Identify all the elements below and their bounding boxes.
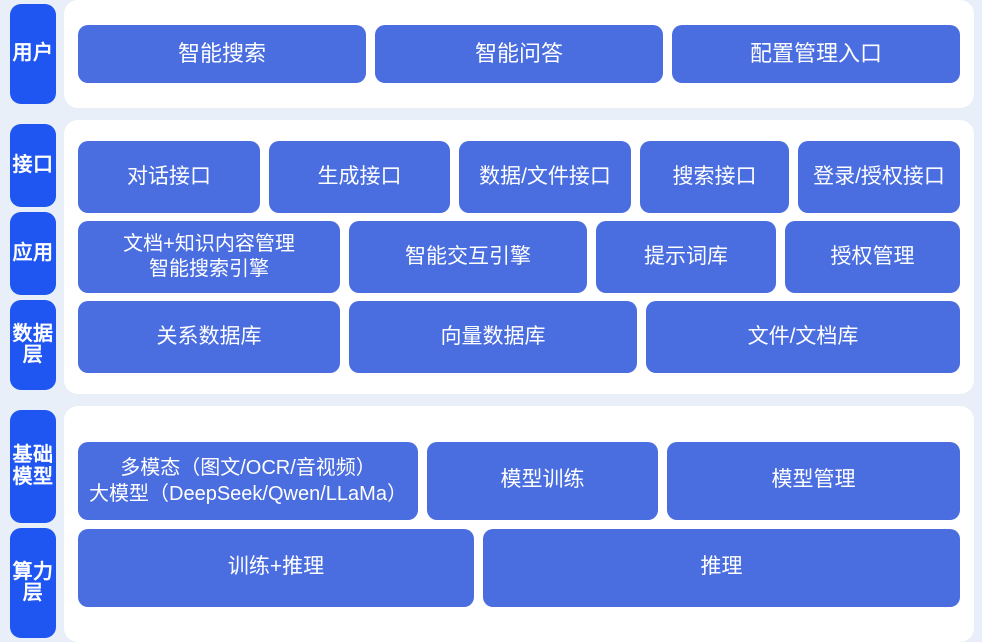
box-training-and-inference[interactable]: 训练+推理 <box>78 528 474 607</box>
user-row: 智能搜索 智能问答 配置管理入口 <box>78 25 960 83</box>
box-inference[interactable]: 推理 <box>483 528 960 607</box>
application-row: 文档+知识内容管理 智能搜索引擎 智能交互引擎 提示词库 授权管理 <box>78 221 960 293</box>
band-bottom: 基础模型 算力层 多模态（图文/OCR/音视频） 大模型（DeepSeek/Qw… <box>0 406 982 642</box>
foundation-row: 多模态（图文/OCR/音视频） 大模型（DeepSeek/Qwen/LLaMa）… <box>78 441 960 520</box>
layer-tab-interface[interactable]: 接口 <box>10 124 56 207</box>
box-authorization-management[interactable]: 授权管理 <box>785 221 960 293</box>
layer-tab-data[interactable]: 数据层 <box>10 300 56 390</box>
box-data-file-api[interactable]: 数据/文件接口 <box>459 141 631 213</box>
band-user-tabs: 用户 <box>0 0 60 108</box>
box-model-management[interactable]: 模型管理 <box>667 441 960 520</box>
band-user-panel: 智能搜索 智能问答 配置管理入口 <box>64 0 974 108</box>
box-relational-database[interactable]: 关系数据库 <box>78 301 340 373</box>
layer-tab-foundation-model[interactable]: 基础模型 <box>10 410 56 523</box>
band-middle-panel: 对话接口 生成接口 数据/文件接口 搜索接口 登录/授权接口 文档+知识内容管理… <box>64 120 974 394</box>
data-row: 关系数据库 向量数据库 文件/文档库 <box>78 301 960 373</box>
layer-tab-user[interactable]: 用户 <box>10 4 56 104</box>
box-prompt-library[interactable]: 提示词库 <box>596 221 776 293</box>
box-vector-database[interactable]: 向量数据库 <box>349 301 637 373</box>
box-interaction-engine[interactable]: 智能交互引擎 <box>349 221 587 293</box>
box-document-knowledge-management[interactable]: 文档+知识内容管理 智能搜索引擎 <box>78 221 340 293</box>
box-generation-api[interactable]: 生成接口 <box>269 141 450 213</box>
box-search-api[interactable]: 搜索接口 <box>640 141 789 213</box>
compute-row: 训练+推理 推理 <box>78 528 960 607</box>
band-middle: 接口 应用 数据层 对话接口 生成接口 数据/文件接口 搜索接口 登录/授权接口… <box>0 120 982 394</box>
band-user: 用户 智能搜索 智能问答 配置管理入口 <box>0 0 982 108</box>
box-file-document-store[interactable]: 文件/文档库 <box>646 301 960 373</box>
box-multimodal-large-model[interactable]: 多模态（图文/OCR/音视频） 大模型（DeepSeek/Qwen/LLaMa） <box>78 441 418 520</box>
band-middle-tabs: 接口 应用 数据层 <box>0 120 60 394</box>
box-model-training[interactable]: 模型训练 <box>427 441 658 520</box>
layer-tab-compute[interactable]: 算力层 <box>10 528 56 638</box>
box-config-management-entry[interactable]: 配置管理入口 <box>672 25 960 83</box>
band-bottom-panel: 多模态（图文/OCR/音视频） 大模型（DeepSeek/Qwen/LLaMa）… <box>64 406 974 642</box>
interface-row: 对话接口 生成接口 数据/文件接口 搜索接口 登录/授权接口 <box>78 141 960 213</box>
layer-tab-application[interactable]: 应用 <box>10 212 56 295</box>
box-intelligent-search[interactable]: 智能搜索 <box>78 25 366 83</box>
box-intelligent-qa[interactable]: 智能问答 <box>375 25 663 83</box>
box-login-auth-api[interactable]: 登录/授权接口 <box>798 141 960 213</box>
box-dialog-api[interactable]: 对话接口 <box>78 141 260 213</box>
band-bottom-tabs: 基础模型 算力层 <box>0 406 60 642</box>
